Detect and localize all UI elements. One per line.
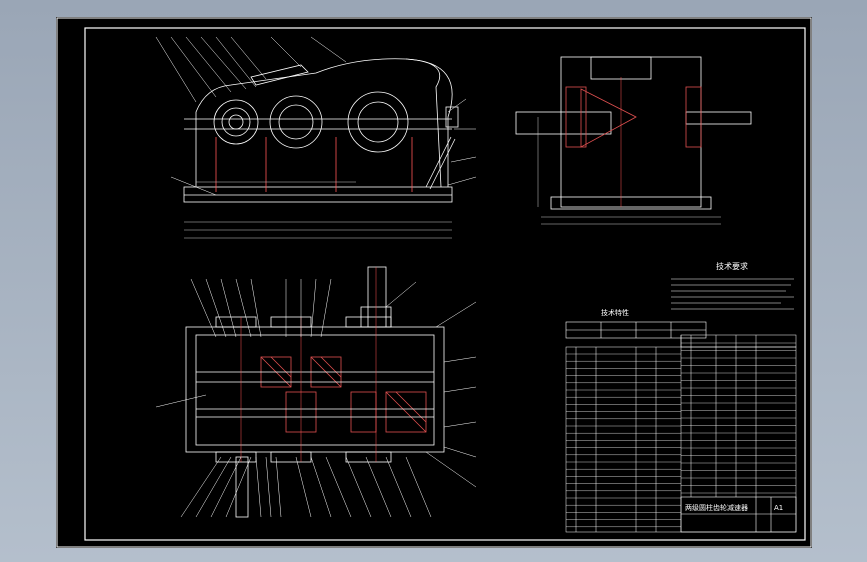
- front-base: [183, 186, 453, 203]
- title-block-scale: A1: [774, 504, 783, 512]
- top-section-view: [155, 266, 477, 518]
- side-base: [550, 196, 712, 210]
- title-block-name: 两级圆柱齿轮减速器: [685, 503, 748, 512]
- inner-frame: [84, 27, 806, 541]
- front-housing: [195, 58, 442, 188]
- output-shaft: [685, 111, 752, 125]
- side-housing: [560, 56, 702, 208]
- title-block: [680, 496, 797, 533]
- tech-text-block: 技术要求 技术特性: [565, 261, 794, 339]
- section-housing: [185, 326, 445, 453]
- outer-frame: [56, 17, 812, 548]
- input-shaft-section: [235, 456, 249, 518]
- input-shaft: [515, 111, 612, 135]
- gear-reducer-drawing: 技术要求 技术特性: [56, 17, 812, 548]
- drawing-sheet: 技术要求 技术特性: [56, 17, 812, 548]
- output-shaft-section: [367, 266, 387, 328]
- parts-list-rows: [566, 342, 796, 527]
- tech-requirements-title: 技术要求: [716, 261, 748, 271]
- bearing-circles: [213, 91, 409, 153]
- tech-characteristics-title: 技术特性: [601, 308, 629, 317]
- front-view: [155, 36, 477, 239]
- side-view: [515, 56, 752, 225]
